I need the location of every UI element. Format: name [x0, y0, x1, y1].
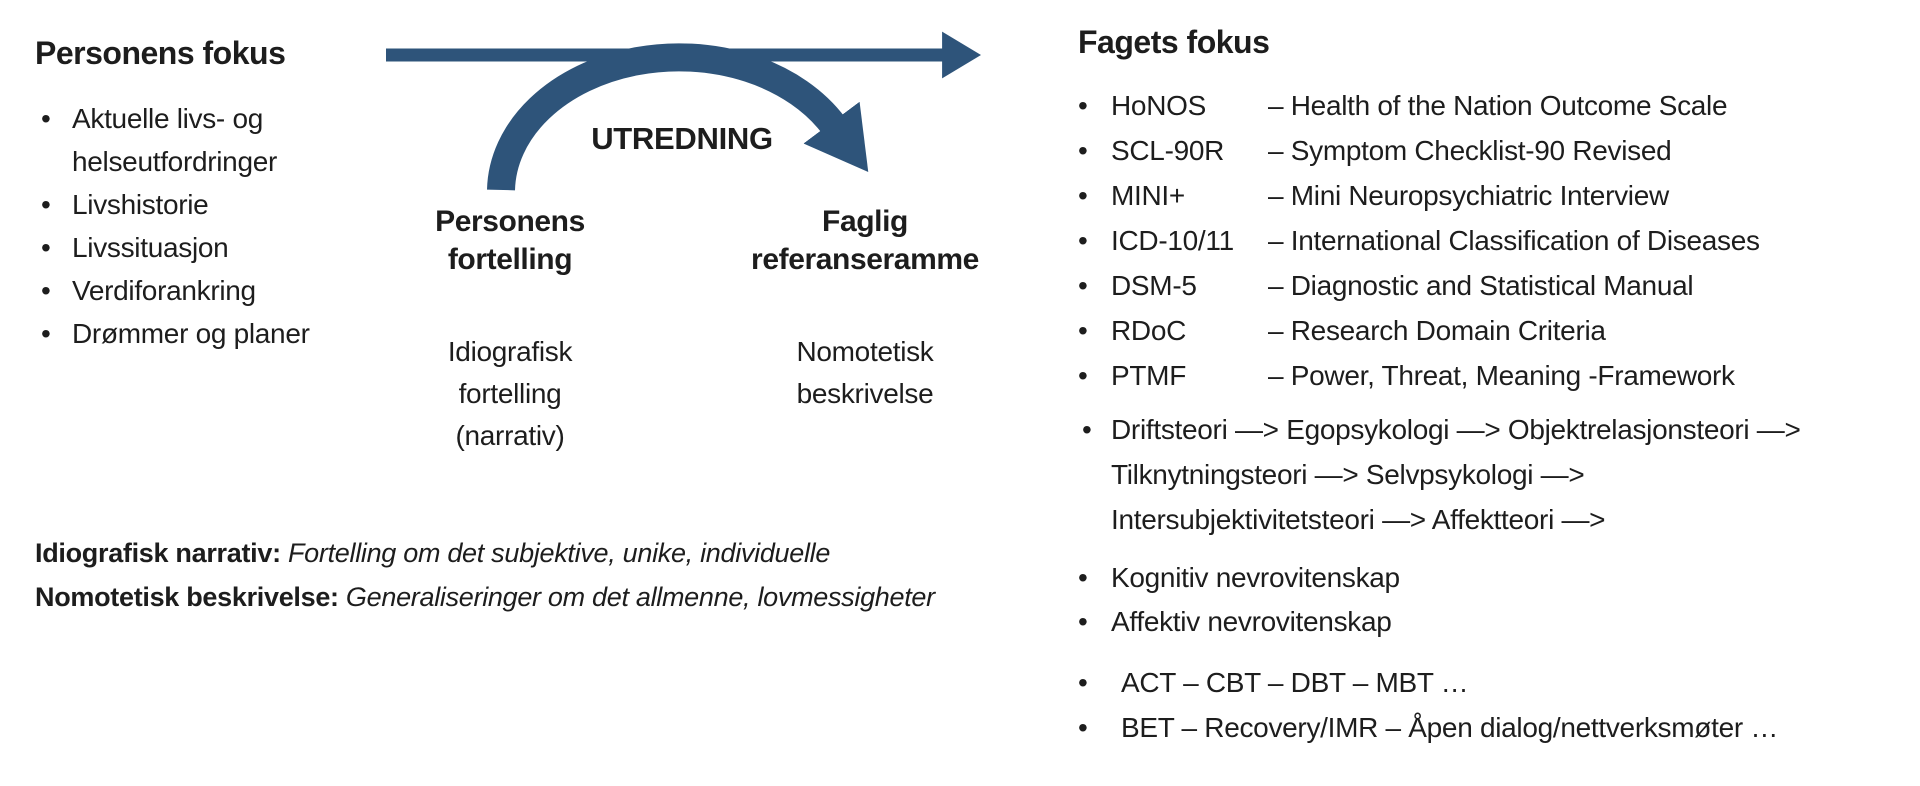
definition-text: Generaliseringer om det allmenne, lovmes…: [338, 582, 935, 612]
theory-chain-line: Intersubjektivitetsteori —> Affektteori …: [1111, 504, 1606, 535]
neuroscience-item: Kognitiv nevrovitenskap: [1111, 562, 1400, 593]
instrument-row: RDoC – Research Domain Criteria: [1078, 308, 1920, 353]
source-node-title: Personens fortelling: [435, 205, 585, 276]
instrument-abbr: DSM-5: [1111, 269, 1197, 301]
bullet-icon: [1078, 180, 1111, 212]
list-item: Drømmer og planer: [35, 312, 395, 355]
therapy-list: ACT – CBT – DBT – MBT … BET – Recovery/I…: [1078, 660, 1920, 750]
neuroscience-list: Kognitiv nevrovitenskap Affektiv nevrovi…: [1078, 556, 1920, 644]
instrument-desc: – Mini Neuropsychiatric Interview: [1268, 179, 1669, 211]
theory-chain: Driftsteori —> Egopsykologi —> Objektrel…: [1078, 407, 1901, 542]
bullet-icon: [1078, 360, 1111, 392]
bullet-icon: [1078, 606, 1111, 638]
field-focus-panel: Fagets fokus HoNOS – Health of the Natio…: [1078, 22, 1920, 750]
instrument-list: HoNOS – Health of the Nation Outcome Sca…: [1078, 83, 1920, 398]
instrument-row: MINI+ – Mini Neuropsychiatric Interview: [1078, 173, 1920, 218]
instrument-desc: – Diagnostic and Statistical Manual: [1268, 269, 1694, 301]
definition-term: Nomotetisk beskrivelse:: [35, 582, 339, 612]
target-node-subtitle: Nomotetisk beskrivelse: [796, 336, 934, 409]
bullet-icon: [1078, 562, 1111, 594]
instrument-row: DSM-5 – Diagnostic and Statistical Manua…: [1078, 263, 1920, 308]
bullet-icon: [1078, 667, 1111, 699]
list-item: Kognitiv nevrovitenskap: [1078, 556, 1920, 600]
therapy-item: ACT – CBT – DBT – MBT …: [1121, 666, 1469, 698]
field-focus-title: Fagets fokus: [1078, 24, 1270, 60]
bullet-icon: [1078, 712, 1111, 744]
theory-chain-line: Driftsteori —> Egopsykologi —> Objektrel…: [1111, 414, 1801, 445]
instrument-abbr: HoNOS: [1111, 89, 1206, 121]
list-item: BET – Recovery/IMR – Åpen dialog/nettver…: [1078, 705, 1920, 750]
definition-line: Idiografisk narrativ: Fortelling om det …: [35, 531, 1025, 575]
definitions-block: Idiografisk narrativ: Fortelling om det …: [35, 531, 1025, 619]
process-label: UTREDNING: [591, 121, 773, 156]
instrument-desc: – Power, Threat, Meaning -Framework: [1268, 359, 1735, 391]
instrument-desc: – Research Domain Criteria: [1268, 314, 1606, 346]
list-item: Verdiforankring: [35, 269, 395, 312]
list-item: Livshistorie: [35, 183, 395, 226]
instrument-abbr: SCL-90R: [1111, 134, 1225, 166]
theory-chain-line: Tilknytningsteori —> Selvpsykologi —>: [1111, 459, 1585, 490]
instrument-desc: – Health of the Nation Outcome Scale: [1268, 89, 1728, 121]
bullet-icon: [1078, 270, 1111, 302]
list-item: ACT – CBT – DBT – MBT …: [1078, 660, 1920, 705]
list-item: Livssituasjon: [35, 226, 395, 269]
instrument-row: PTMF – Power, Threat, Meaning -Framework: [1078, 353, 1920, 398]
instrument-row: ICD-10/11 – International Classification…: [1078, 218, 1920, 263]
bullet-icon: [1078, 135, 1111, 167]
therapy-item: BET – Recovery/IMR – Åpen dialog/nettver…: [1121, 711, 1779, 743]
source-node-subtitle: Idiografisk fortelling (narrativ): [447, 336, 573, 451]
instrument-row: SCL-90R – Symptom Checklist-90 Revised: [1078, 128, 1920, 173]
instrument-abbr: MINI+: [1111, 179, 1185, 211]
definition-line: Nomotetisk beskrivelse: Generaliseringer…: [35, 575, 1025, 619]
instrument-desc: – International Classification of Diseas…: [1268, 224, 1760, 256]
person-focus-list: Aktuelle livs- og helseutfordringer Livs…: [35, 97, 395, 355]
instrument-desc: – Symptom Checklist-90 Revised: [1268, 134, 1672, 166]
definition-text: Fortelling om det subjektive, unike, ind…: [280, 538, 831, 568]
instrument-abbr: ICD-10/11: [1111, 224, 1234, 256]
bullet-icon: [1078, 225, 1111, 257]
instrument-abbr: RDoC: [1111, 314, 1187, 346]
target-node-title: Faglig referanseramme: [751, 205, 979, 276]
list-item: Affektiv nevrovitenskap: [1078, 600, 1920, 644]
bullet-icon: [1078, 315, 1111, 347]
instrument-row: HoNOS – Health of the Nation Outcome Sca…: [1078, 83, 1920, 128]
bullet-icon: [1078, 90, 1111, 122]
neuroscience-item: Affektiv nevrovitenskap: [1111, 606, 1392, 637]
list-item: Aktuelle livs- og helseutfordringer: [35, 97, 395, 183]
definition-term: Idiografisk narrativ:: [35, 538, 281, 568]
person-focus-panel: Personens fokus Aktuelle livs- og helseu…: [35, 33, 395, 355]
person-focus-title: Personens fokus: [35, 35, 286, 71]
instrument-abbr: PTMF: [1111, 359, 1187, 391]
